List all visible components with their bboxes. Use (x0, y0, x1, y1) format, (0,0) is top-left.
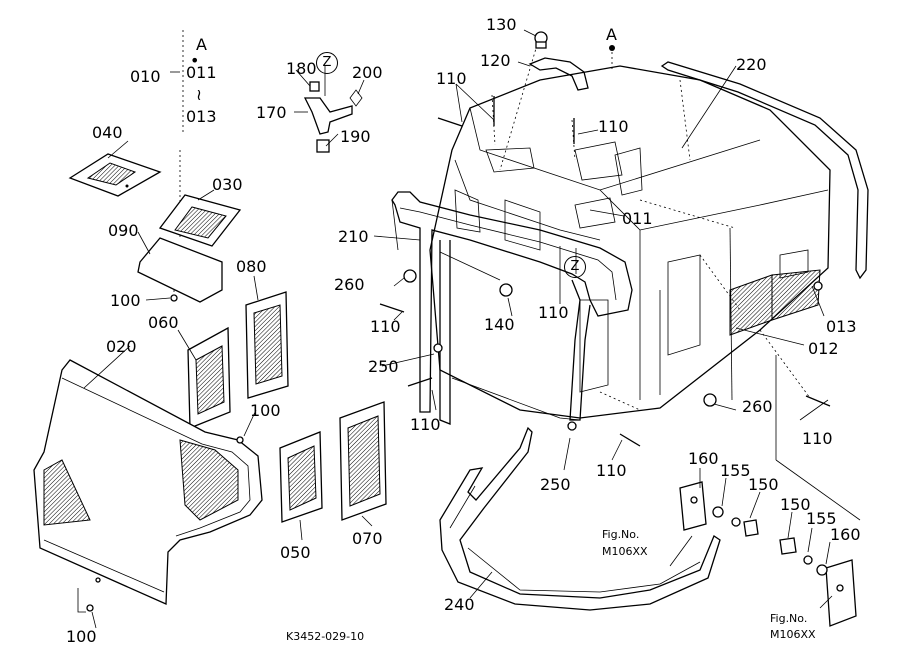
callout-a-cabin: A (606, 25, 617, 44)
callout-110-d: 110 (410, 415, 441, 434)
callout-z-top: Z (316, 52, 338, 74)
mount-plate-left (679, 481, 707, 531)
callout-tilde: ≀ (196, 85, 202, 104)
cover-plate-090 (137, 237, 223, 303)
callout-140: 140 (484, 315, 515, 334)
callout-013: 013 (826, 317, 857, 336)
callout-260-b: 260 (742, 397, 773, 416)
callout-130: 130 (486, 15, 517, 34)
callout-040: 040 (92, 123, 123, 142)
callout-155-b: 155 (806, 509, 837, 528)
callout-012: 012 (808, 339, 839, 358)
fig-ref-code-a: M106XX (602, 545, 648, 558)
bracket-assembly (303, 66, 363, 153)
callout-110-a: 110 (436, 69, 467, 88)
callout-011-index: 011 (186, 63, 217, 82)
callout-110-b: 110 (598, 117, 629, 136)
cabin-shell (429, 45, 831, 419)
callout-100-b: 100 (250, 401, 281, 420)
callout-250-a: 250 (368, 357, 399, 376)
callout-190: 190 (340, 127, 371, 146)
callout-010: 010 (130, 67, 161, 86)
callout-050: 050 (280, 543, 311, 562)
weather-strip (660, 61, 869, 280)
callout-220: 220 (736, 55, 767, 74)
callout-100-c: 100 (66, 627, 97, 646)
mount-plate-right (825, 559, 857, 627)
floor-mat (439, 426, 721, 611)
callout-240: 240 (444, 595, 475, 614)
callout-110-g: 110 (596, 461, 627, 480)
callout-013-index: 013 (186, 107, 217, 126)
callout-dot: • (190, 51, 200, 70)
callout-180: 180 (286, 59, 317, 78)
drawing-number: K3452-029-10 (286, 630, 365, 643)
callout-090: 090 (108, 221, 139, 240)
callout-150-a: 150 (748, 475, 779, 494)
callout-120: 120 (480, 51, 511, 70)
fig-ref-label-a: Fig.No. (602, 528, 640, 541)
callout-110-f: 110 (802, 429, 833, 448)
callout-110-e: 110 (538, 303, 569, 322)
callout-150-b: 150 (780, 495, 811, 514)
callout-011: 011 (622, 209, 653, 228)
callout-170: 170 (256, 103, 287, 122)
callout-160-b: 160 (830, 525, 861, 544)
callout-z-cabin: Z (564, 256, 586, 278)
callout-260-a: 260 (334, 275, 365, 294)
callout-060: 060 (148, 313, 179, 332)
callout-250-b: 250 (540, 475, 571, 494)
callout-070: 070 (352, 529, 383, 548)
callout-210: 210 (338, 227, 369, 246)
roll-frame (391, 191, 633, 425)
callout-080: 080 (236, 257, 267, 276)
side-panel-020 (33, 359, 263, 613)
callout-160-a: 160 (688, 449, 719, 468)
callout-155-a: 155 (720, 461, 751, 480)
callout-110-c: 110 (370, 317, 401, 336)
fig-ref-code-b: M106XX (770, 628, 816, 641)
callout-030: 030 (212, 175, 243, 194)
fig-ref-label-b: Fig.No. (770, 612, 808, 625)
callout-020: 020 (106, 337, 137, 356)
callout-100-a: 100 (110, 291, 141, 310)
callout-a-index: A (196, 35, 207, 54)
grab-handle (528, 57, 589, 91)
callout-200: 200 (352, 63, 383, 82)
